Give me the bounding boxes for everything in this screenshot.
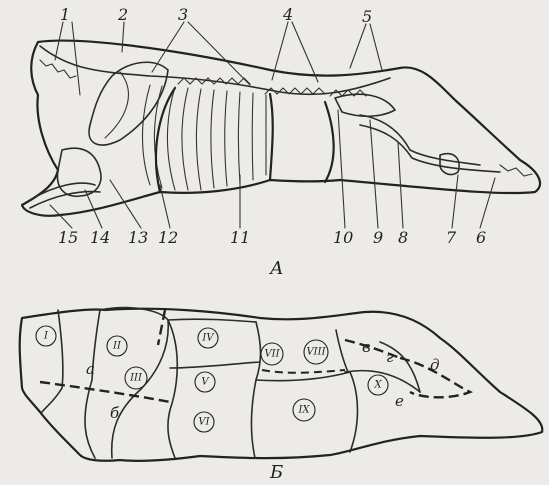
- letter-v: в: [362, 338, 371, 356]
- vertebrae: [40, 60, 366, 96]
- roman-IX: IX: [297, 405, 310, 416]
- cut-III: III: [125, 367, 147, 389]
- label-4: 4: [282, 5, 293, 24]
- label-7: 7: [446, 228, 457, 247]
- cut-V: V: [195, 372, 215, 392]
- label-1: 1: [60, 5, 70, 24]
- cut-II: II: [107, 336, 127, 356]
- cut-IX: IX: [293, 399, 315, 421]
- label-8: 8: [398, 228, 408, 247]
- cut-IV: IV: [198, 328, 218, 348]
- roman-IV: IV: [201, 333, 215, 344]
- letter-d: д: [430, 356, 440, 374]
- figure-a-skeleton: 1 2 3 4 5 6 7 8 9 10 11 12 13 14 15 А: [22, 5, 540, 279]
- figure-b-cuts: I II III IV V VI VII VIII IX X а б в г д…: [20, 308, 543, 483]
- caption-a: А: [268, 258, 284, 279]
- cut-VII: VII: [261, 343, 283, 365]
- label-2: 2: [117, 5, 128, 24]
- label-11: 11: [230, 228, 250, 247]
- label-12: 12: [158, 228, 178, 247]
- label-6: 6: [476, 228, 486, 247]
- label-14: 14: [90, 228, 110, 247]
- label-9: 9: [373, 228, 383, 247]
- roman-VI: VI: [198, 417, 210, 428]
- letter-e: е: [395, 392, 404, 410]
- roman-II: II: [112, 341, 122, 352]
- roman-III: III: [129, 373, 143, 384]
- cut-VIII: VIII: [304, 340, 328, 364]
- cut-I: I: [36, 326, 56, 346]
- cut-VI: VI: [194, 412, 214, 432]
- cut-X: X: [368, 375, 388, 395]
- carcass-outline-b: [20, 309, 543, 461]
- letter-b: б: [110, 404, 120, 422]
- label-13: 13: [128, 228, 148, 247]
- roman-VII: VII: [264, 349, 280, 360]
- caption-b: Б: [269, 462, 283, 483]
- roman-X: X: [373, 380, 382, 391]
- letter-g: г: [386, 348, 394, 366]
- label-3: 3: [178, 5, 188, 24]
- label-5: 5: [362, 7, 372, 26]
- label-15: 15: [58, 228, 78, 247]
- letter-a: а: [86, 360, 95, 378]
- ribs: [143, 85, 267, 190]
- roman-VIII: VIII: [306, 347, 326, 358]
- label-10: 10: [333, 228, 353, 247]
- carcass-outline-a: [22, 41, 540, 216]
